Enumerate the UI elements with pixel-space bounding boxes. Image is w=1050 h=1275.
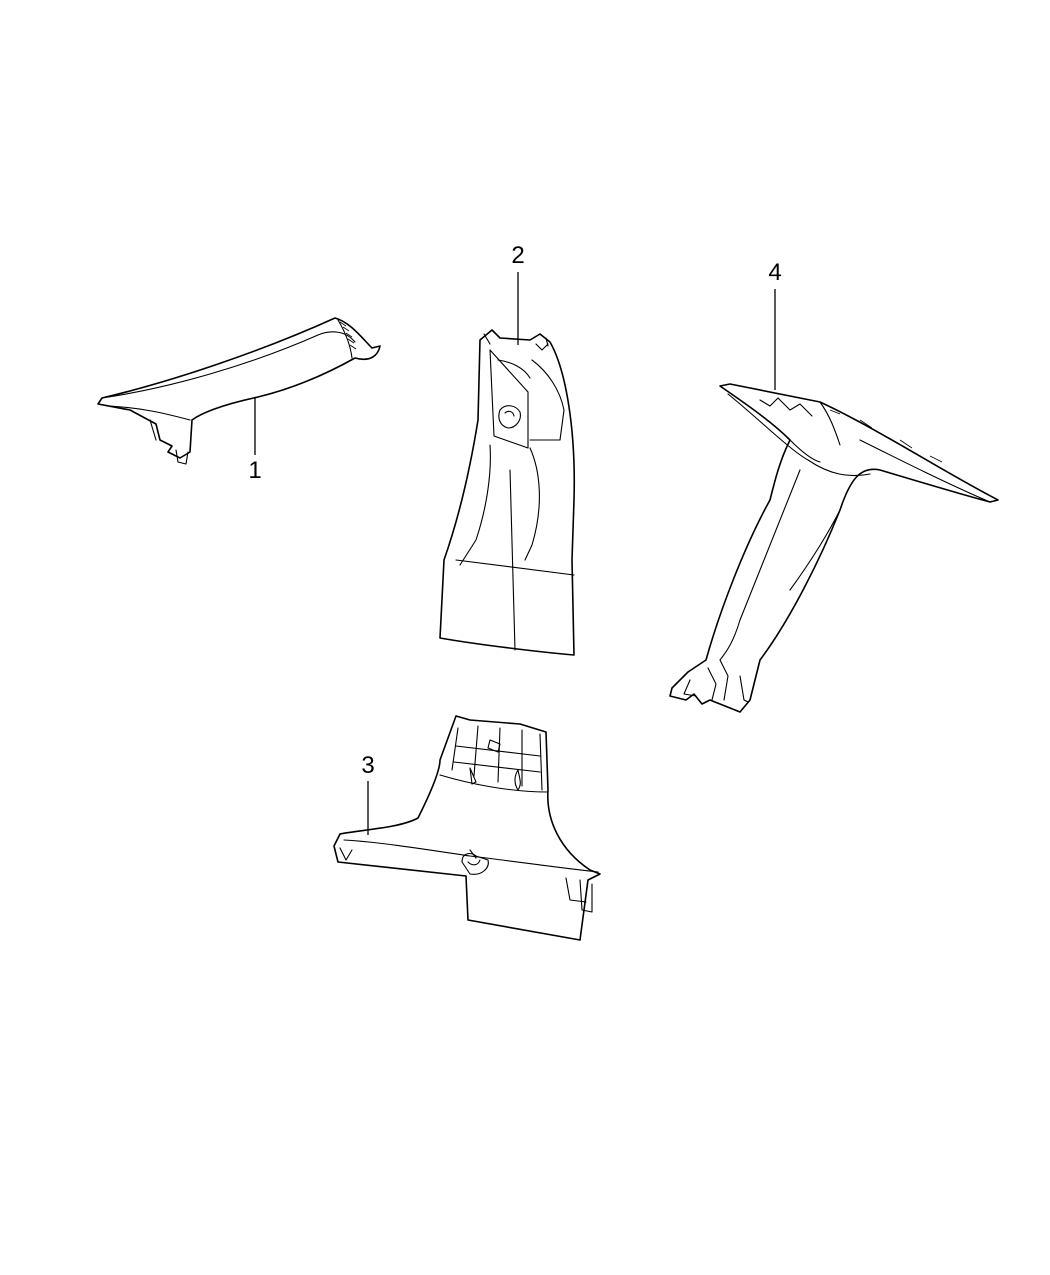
callout-1: 1 xyxy=(248,457,261,484)
part-2-b-pillar-upper-trim xyxy=(439,329,576,656)
part-4-c-pillar-trim xyxy=(669,383,999,713)
callout-3: 3 xyxy=(361,752,374,779)
callout-2: 2 xyxy=(511,242,524,269)
part-3-b-pillar-lower-trim xyxy=(333,715,601,941)
part-1-a-pillar-trim xyxy=(97,317,381,465)
callout-4: 4 xyxy=(768,259,781,286)
